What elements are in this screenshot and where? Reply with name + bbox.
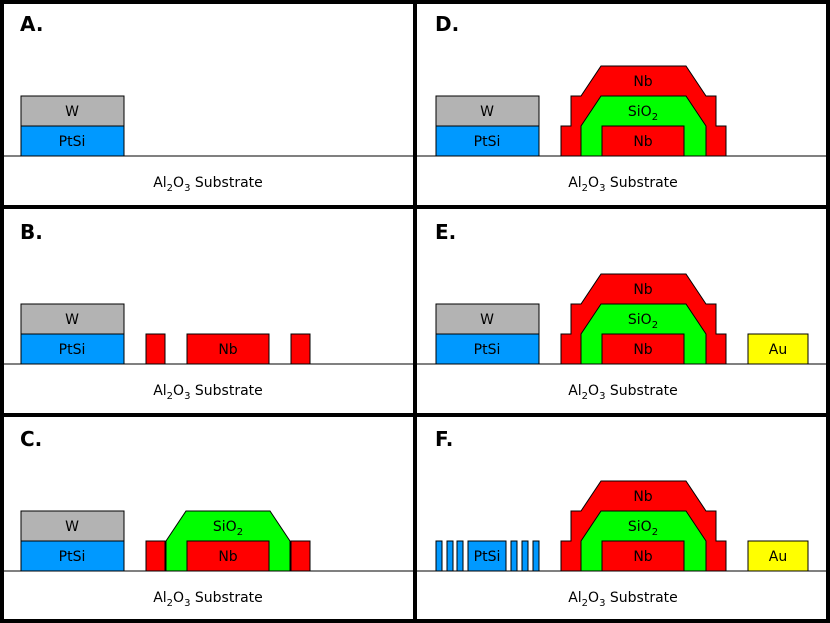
ptsi-label: PtSi	[474, 342, 501, 358]
substrate-label: Al2O3 Substrate	[568, 590, 678, 609]
panel-letter: D.	[435, 12, 459, 36]
nb-pad-left	[145, 540, 166, 572]
ptsi-strip	[532, 540, 540, 572]
ptsi-label: PtSi	[59, 549, 86, 565]
nb-base-layer	[186, 333, 270, 365]
ptsi-pad	[467, 540, 507, 572]
panel-c: C. W PtSi SiO2 Nb Al2O3 Substrate	[2, 427, 414, 609]
nb-top-label: Nb	[633, 489, 652, 505]
panel-letter: E.	[435, 220, 456, 244]
au-label: Au	[769, 342, 787, 358]
nb-top-label: Nb	[633, 74, 652, 90]
ptsi-strip	[446, 540, 454, 572]
nb-base-layer	[601, 540, 685, 572]
ptsi-strip	[456, 540, 464, 572]
ptsi-strip	[521, 540, 529, 572]
au-pad	[747, 540, 809, 572]
ptsi-strip	[435, 540, 443, 572]
nb-base-label: Nb	[218, 342, 237, 358]
ptsi-strip	[510, 540, 518, 572]
sio2-label: SiO2	[628, 104, 658, 123]
ptsi-layer	[435, 125, 540, 157]
ptsi-layer	[20, 125, 125, 157]
ptsi-label: PtSi	[59, 342, 86, 358]
au-label: Au	[769, 549, 787, 565]
substrate-label: Al2O3 Substrate	[568, 383, 678, 402]
w-layer	[20, 510, 125, 542]
nb-top-label: Nb	[633, 282, 652, 298]
panel-e: E. W PtSi Nb SiO2 Nb Au Al2O3 Substrate	[416, 220, 828, 402]
w-layer	[20, 303, 125, 335]
nb-base-label: Nb	[218, 549, 237, 565]
nb-pad-right	[290, 540, 311, 572]
panel-f: F. PtSi Nb SiO2 Nb Au Al2O3 Substrate	[416, 427, 828, 609]
substrate-label: Al2O3 Substrate	[153, 175, 263, 194]
w-label: W	[65, 519, 79, 535]
nb-base-label: Nb	[633, 549, 652, 565]
ptsi-layer	[435, 333, 540, 365]
panel-letter: C.	[20, 427, 42, 451]
substrate-label: Al2O3 Substrate	[568, 175, 678, 194]
nb-pad-left	[145, 333, 166, 365]
panel-b: B. W PtSi Nb Al2O3 Substrate	[2, 220, 414, 402]
panel-letter: B.	[20, 220, 43, 244]
panel-d: D. W PtSi Nb SiO2 Nb Al2O3 Substrate	[416, 12, 828, 194]
panel-letter: A.	[20, 12, 43, 36]
sio2-label: SiO2	[628, 519, 658, 538]
nb-base-label: Nb	[633, 134, 652, 150]
nb-pad-right	[290, 333, 311, 365]
w-label: W	[65, 104, 79, 120]
w-label: W	[480, 104, 494, 120]
w-label: W	[480, 312, 494, 328]
nb-base-label: Nb	[633, 342, 652, 358]
substrate-label: Al2O3 Substrate	[153, 383, 263, 402]
nb-base-layer	[601, 333, 685, 365]
sio2-label: SiO2	[628, 312, 658, 331]
w-layer	[435, 95, 540, 127]
au-pad	[747, 333, 809, 365]
panel-letter: F.	[435, 427, 453, 451]
ptsi-label: PtSi	[474, 549, 501, 565]
substrate-label: Al2O3 Substrate	[153, 590, 263, 609]
panel-a: A. W PtSi Al2O3 Substrate	[2, 12, 414, 194]
sio2-label: SiO2	[213, 519, 243, 538]
ptsi-label: PtSi	[59, 134, 86, 150]
ptsi-label: PtSi	[474, 134, 501, 150]
ptsi-layer	[20, 333, 125, 365]
nb-base-layer	[186, 540, 270, 572]
ptsi-layer	[20, 540, 125, 572]
w-label: W	[65, 312, 79, 328]
nb-base-layer	[601, 125, 685, 157]
